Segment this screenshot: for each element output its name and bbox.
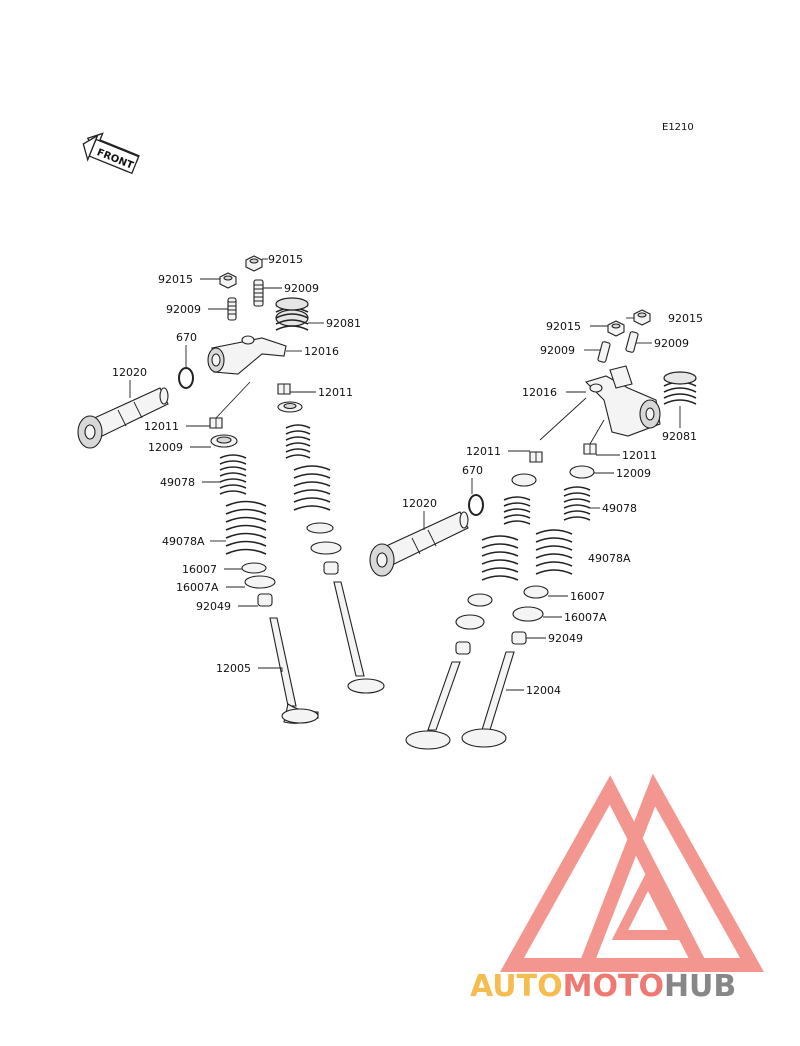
part-labels: 92015 92015 92009 92009 92081 670 12016 … <box>112 253 703 697</box>
label-12016-b: 12016 <box>522 386 557 399</box>
label-92009-d: 92009 <box>654 337 689 350</box>
collet-12011-a <box>209 417 223 429</box>
label-12009-a: 12009 <box>148 441 183 454</box>
label-12011-c: 12011 <box>466 445 501 458</box>
label-92015-b: 92015 <box>158 273 193 286</box>
spring-49078A-a <box>225 500 267 555</box>
label-670-a: 670 <box>176 331 197 344</box>
label-92009-a: 92009 <box>284 282 319 295</box>
label-16007-a: 16007 <box>182 563 217 576</box>
retainer-12009-b <box>277 401 303 413</box>
spring-49078A-c <box>293 465 331 511</box>
spring-49078-c <box>285 424 311 459</box>
spring-92081-a <box>275 297 309 331</box>
leader-lines <box>129 258 681 691</box>
screw-92009-d <box>625 331 639 353</box>
nut-92015-a <box>219 272 237 289</box>
label-12011-b: 12011 <box>144 420 179 433</box>
spring-49078A-b <box>535 529 573 575</box>
valve-12004-b <box>405 661 461 750</box>
seat-16007-d <box>467 593 493 607</box>
label-92015-d: 92015 <box>668 312 703 325</box>
nut-92015-b <box>245 255 263 272</box>
nut-92015-d <box>633 309 651 326</box>
label-12011-a: 12011 <box>318 386 353 399</box>
seat-16007A-c <box>310 541 342 555</box>
screw-92009-b <box>253 279 264 307</box>
nut-92015-c <box>607 320 625 337</box>
label-16007A-b: 16007A <box>564 611 607 624</box>
valve-12005-a <box>269 617 319 724</box>
label-16007A-a: 16007A <box>176 581 219 594</box>
watermark-part-moto: MOTO <box>563 969 664 1004</box>
label-49078A-a: 49078A <box>162 535 205 548</box>
label-92015-a: 92015 <box>268 253 303 266</box>
watermark-text: AUTOMOTOHUB <box>470 969 736 1004</box>
seal-92049-d <box>455 641 471 655</box>
label-92049-a: 92049 <box>196 600 231 613</box>
spring-49078-d <box>503 496 531 525</box>
spring-92081-b <box>663 371 697 405</box>
retainer-12009-d <box>569 465 595 479</box>
collet-12011-d <box>583 443 597 455</box>
valve-12004-a <box>461 651 515 748</box>
retainer-12009-a <box>210 434 238 448</box>
valve-12005-b <box>333 581 385 694</box>
front-arrow-icon: FRONT <box>82 132 140 175</box>
seat-16007A-a <box>244 575 276 589</box>
label-12011-d: 12011 <box>622 449 657 462</box>
seat-16007-b <box>523 585 549 599</box>
logo-triangle-icon <box>500 773 764 972</box>
label-92081-b: 92081 <box>662 430 697 443</box>
rocker-arm-12016-a <box>207 335 287 375</box>
watermark-logo: AUTOMOTOHUB <box>470 773 764 1004</box>
spring-49078-b <box>563 486 591 521</box>
label-670-b: 670 <box>462 464 483 477</box>
label-12020-a: 12020 <box>112 366 147 379</box>
seal-92049-c <box>323 561 339 575</box>
retainer-12009-c <box>511 473 537 487</box>
rocker-shaft-12020-a <box>77 387 169 449</box>
label-92049-b: 92049 <box>548 632 583 645</box>
seat-16007A-d <box>455 614 485 630</box>
label-12020-b: 12020 <box>402 497 437 510</box>
spring-49078-a <box>219 454 247 495</box>
diagram-code: E1210 <box>662 122 694 133</box>
screw-92009-c <box>597 341 611 363</box>
label-49078-a: 49078 <box>160 476 195 489</box>
seal-92049-a <box>257 593 273 607</box>
spring-49078A-d <box>481 535 519 581</box>
watermark-part-auto: AUTO <box>470 969 563 1004</box>
label-12009-b: 12009 <box>616 467 651 480</box>
seat-16007-c <box>306 522 334 534</box>
label-92009-c: 92009 <box>540 344 575 357</box>
watermark-part-hub: HUB <box>664 969 736 1004</box>
label-16007-b: 16007 <box>570 590 605 603</box>
seat-16007-a <box>241 562 267 574</box>
label-12004: 12004 <box>526 684 561 697</box>
label-12016-a: 12016 <box>304 345 339 358</box>
label-12005: 12005 <box>216 662 251 675</box>
o-ring-670-a <box>178 367 194 389</box>
screw-92009-a <box>227 297 237 321</box>
label-92015-c: 92015 <box>546 320 581 333</box>
rocker-shaft-12020-b <box>369 511 469 577</box>
o-ring-670-b <box>468 494 484 516</box>
seal-92049-b <box>511 631 527 645</box>
label-49078A-b: 49078A <box>588 552 631 565</box>
rocker-arm-12016-b <box>584 365 661 437</box>
collet-12011-c <box>529 451 543 463</box>
collet-12011-b <box>277 383 291 395</box>
left-valve-assembly <box>77 255 385 724</box>
seat-16007A-b <box>512 606 544 622</box>
label-92081-a: 92081 <box>326 317 361 330</box>
label-49078-b: 49078 <box>602 502 637 515</box>
right-valve-assembly <box>369 309 697 750</box>
label-92009-b: 92009 <box>166 303 201 316</box>
